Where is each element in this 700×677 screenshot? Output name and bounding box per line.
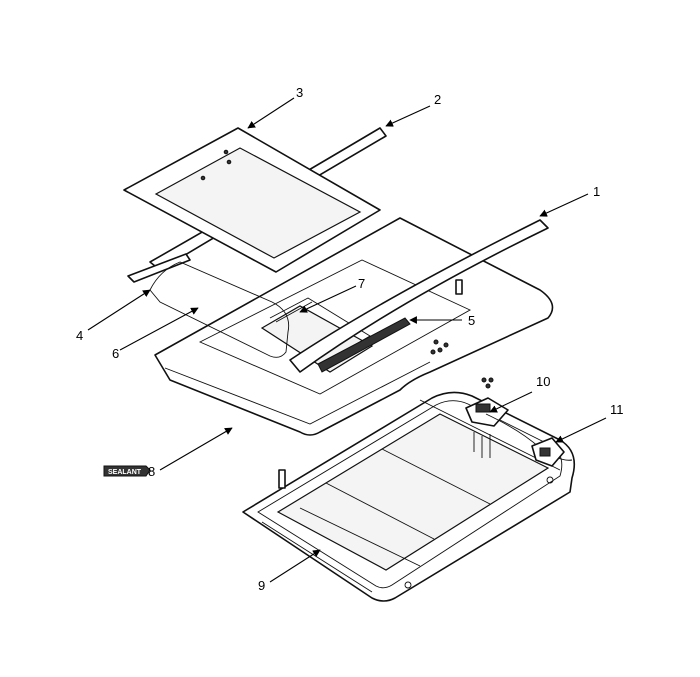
- glass-weatherstrip: [149, 261, 290, 358]
- sunroof-glass-frame: [123, 127, 381, 273]
- sunroof-motor: [465, 377, 509, 458]
- callout-6: 6: [112, 346, 119, 361]
- callout-3: 3: [296, 85, 303, 100]
- callout-10: 10: [536, 374, 550, 389]
- callout-11: 11: [610, 402, 624, 417]
- callout-1: 1: [593, 184, 600, 199]
- sunroof-frame-assembly: [242, 391, 576, 602]
- leader-2: [385, 105, 431, 127]
- callout-8: 8: [148, 464, 155, 479]
- callout-7: 7: [358, 276, 365, 291]
- leader-lines: [87, 97, 607, 583]
- leader-1: [539, 193, 589, 217]
- leader-10: [489, 391, 533, 413]
- drain-trim: [127, 253, 191, 283]
- leader-11: [555, 417, 607, 443]
- drive-cable-assembly: [485, 413, 573, 467]
- callout-2: 2: [434, 92, 441, 107]
- callout-numbers: 1 2 3 4 5 6 7 8 9 10 11: [76, 85, 624, 593]
- callout-4: 4: [76, 328, 83, 343]
- leader-3: [247, 97, 295, 129]
- weatherstrip: [317, 317, 411, 373]
- sealant-tube: SEALANT: [103, 465, 151, 477]
- leader-8: [159, 427, 233, 471]
- callout-9: 9: [258, 578, 265, 593]
- leader-7: [299, 285, 357, 313]
- callout-5: 5: [468, 313, 475, 328]
- leader-6: [119, 307, 199, 351]
- sealant-label: SEALANT: [108, 469, 142, 476]
- leader-4: [87, 289, 151, 331]
- roof-rail-right: [289, 219, 549, 373]
- leader-9: [269, 549, 321, 583]
